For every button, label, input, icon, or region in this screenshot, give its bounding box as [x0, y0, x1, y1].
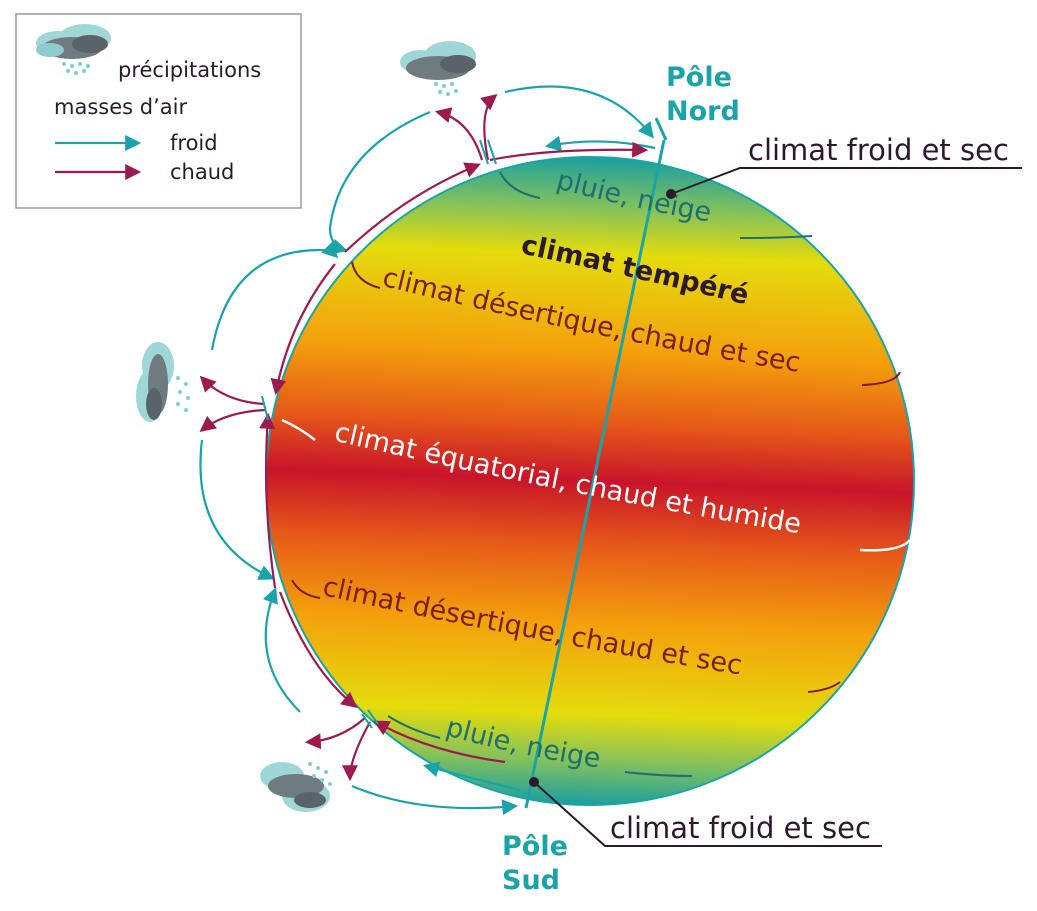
pole-north-label-2: Nord — [666, 96, 740, 127]
pole-south-label-1: Pôle — [502, 831, 568, 862]
legend-cold: froid — [170, 131, 218, 155]
callout-south-line — [533, 781, 882, 847]
callout-north: climat froid et sec — [666, 133, 1022, 199]
cloud-icon-north — [400, 41, 476, 96]
air-circulation — [199, 85, 656, 816]
earth: pluie, neige climat tempéré climat déser… — [265, 117, 915, 809]
cloud-icon-equator — [136, 342, 190, 422]
legend: précipitations masses d’air froid chaud — [15, 13, 302, 209]
legend-precipitations: précipitations — [118, 58, 261, 82]
earth-axis — [524, 139, 666, 809]
cloud-icon — [36, 24, 111, 75]
warm-arrow-north-rise-2 — [480, 93, 498, 161]
callout-south-text: climat froid et sec — [610, 811, 871, 845]
callout-north-text: climat froid et sec — [748, 133, 1009, 167]
callout-north-line — [670, 167, 1022, 195]
earth-axis-top — [654, 117, 668, 141]
cold-arrow-north-polar-top — [504, 85, 654, 139]
warm-arrow-south-hadley-surface — [259, 412, 277, 589]
cold-arrow-north-polar-surface — [544, 135, 656, 152]
warm-arrow-south-polar-surface — [373, 720, 506, 764]
convergence-bar-north — [479, 139, 497, 165]
cold-arrow-north-hadley-top — [210, 241, 339, 351]
warm-arrow-equator-rise-north — [199, 375, 266, 406]
convergence-bar-south — [361, 709, 379, 729]
cold-arrow-south-polar-surface — [422, 761, 521, 792]
pole-south-label-2: Sud — [502, 865, 560, 896]
warm-arrow-south-ferrel-surface — [278, 591, 358, 708]
cloud-icon-south — [260, 762, 332, 812]
band-line-north-desert — [351, 261, 901, 386]
band-line-north-rain — [499, 171, 813, 239]
band-line-equator — [281, 418, 911, 552]
cold-arrow-south-polar-top — [351, 784, 519, 816]
cold-arrow-south-ferrel-top — [262, 587, 301, 713]
legend-air-masses: masses d’air — [54, 95, 187, 119]
warm-arrow-north-polar-surface — [489, 141, 649, 162]
warm-arrow-south-rise — [304, 717, 366, 750]
warm-arrow-north-rise — [434, 107, 484, 161]
band-line-south-rain — [387, 715, 693, 777]
pole-north-label-1: Pôle — [666, 62, 732, 93]
callout-south: climat froid et sec — [529, 777, 882, 847]
convergence-bar-equator — [261, 395, 269, 421]
legend-warm: chaud — [170, 160, 234, 184]
warm-arrow-equator-rise-south — [199, 408, 266, 432]
band-line-south-desert — [291, 579, 841, 693]
warm-arrow-north-ferrel-surface — [344, 162, 481, 253]
warm-arrow-north-hadley-surface — [270, 263, 336, 396]
cold-arrow-south-hadley-top — [199, 439, 275, 580]
warm-arrow-south-rise-2 — [342, 721, 371, 782]
